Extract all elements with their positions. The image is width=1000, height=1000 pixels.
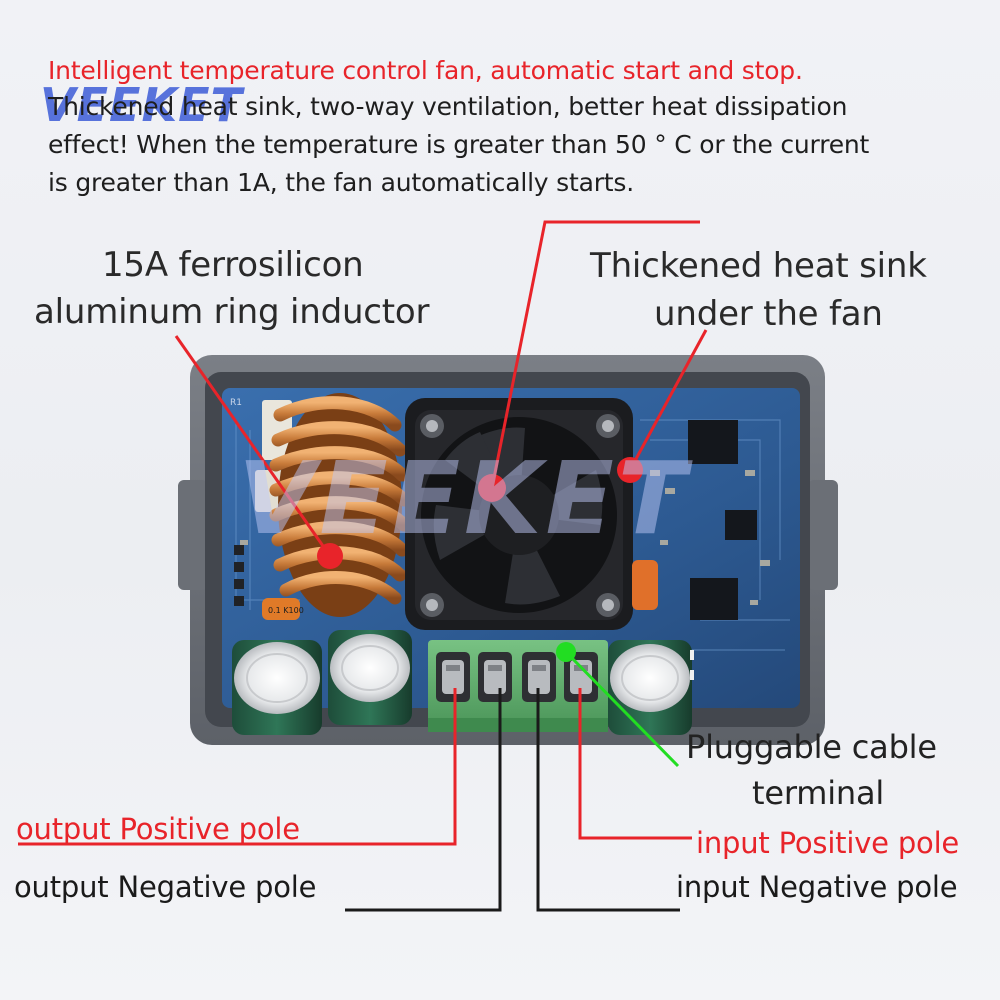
orange-capacitor bbox=[632, 560, 658, 610]
description-line: effect! When the temperature is greater … bbox=[48, 130, 870, 159]
input-positive-wire bbox=[578, 688, 692, 840]
capacitor-middle bbox=[328, 630, 412, 725]
terminal-leader bbox=[556, 642, 680, 768]
brand-logo: VEEKET bbox=[40, 78, 243, 132]
headline: Intelligent temperature control fan, aut… bbox=[48, 56, 803, 85]
inductor-label-line2: aluminum ring inductor bbox=[34, 292, 430, 332]
input-negative-wire bbox=[536, 688, 680, 912]
capacitor-right bbox=[608, 640, 694, 735]
toroidal-inductor: 0.1 K100 bbox=[262, 393, 411, 620]
sense-resistor bbox=[262, 598, 300, 620]
heat-sink-label-line2: under the fan bbox=[654, 294, 883, 334]
terminal-slot bbox=[478, 652, 512, 702]
ic-chip bbox=[725, 510, 757, 540]
output-negative-wire bbox=[345, 688, 502, 912]
capacitor-left bbox=[232, 640, 322, 735]
brand-watermark: VEEKET bbox=[238, 440, 691, 557]
ic-chip bbox=[688, 420, 738, 464]
description-line: is greater than 1A, the fan automaticall… bbox=[48, 168, 634, 197]
output-negative-label: output Negative pole bbox=[14, 870, 317, 904]
fan-leader bbox=[478, 220, 700, 502]
resistor-marking: 0.1 K100 bbox=[268, 606, 304, 615]
output-positive-label: output Positive pole bbox=[16, 812, 300, 846]
cooling-fan bbox=[405, 398, 658, 630]
input-negative-label: input Negative pole bbox=[676, 870, 958, 904]
terminal-slot bbox=[436, 652, 470, 702]
terminal-slot bbox=[522, 652, 556, 702]
inductor-label-line1: 15A ferrosilicon bbox=[102, 245, 364, 285]
heat-sink-leader bbox=[617, 329, 708, 483]
heat-sink-label-line1: Thickened heat sink bbox=[590, 246, 927, 286]
silk-label: R1 bbox=[230, 398, 242, 408]
description-line: Thickened heat sink, two-way ventilation… bbox=[48, 92, 848, 121]
terminal-label-line2: terminal bbox=[752, 774, 885, 812]
ic-chip bbox=[690, 578, 738, 620]
output-positive-wire bbox=[18, 688, 457, 846]
inductor-leader bbox=[174, 335, 343, 569]
input-positive-label: input Positive pole bbox=[696, 826, 960, 860]
terminal-label-line1: Pluggable cable bbox=[686, 728, 937, 766]
